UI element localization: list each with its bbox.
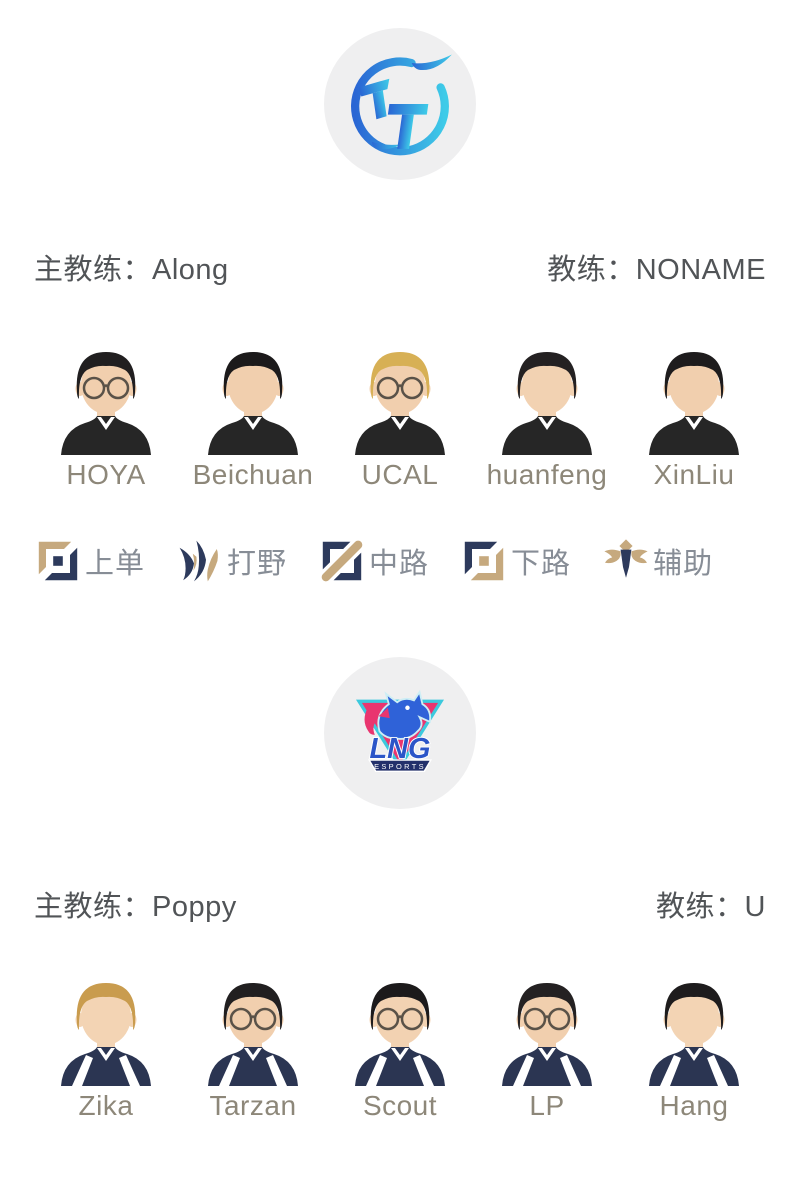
role-mid: 中路 [318, 537, 429, 585]
lng-players-row: Zika Tarzan Scou [0, 971, 800, 1122]
lng-team-logo: LNG ESPORTS [324, 657, 476, 809]
player-photo [208, 352, 298, 455]
role-top: 上单 [34, 537, 145, 585]
player-name: huanfeng [486, 459, 608, 490]
player-name: Tarzan [209, 1090, 297, 1121]
mid-lane-icon [321, 540, 363, 582]
support-icon [604, 539, 648, 578]
jungle-icon [179, 540, 218, 582]
player-photo [355, 983, 445, 1086]
role-bot: 下路 [460, 537, 571, 585]
player-name: Hang [659, 1090, 729, 1121]
player-photo [649, 983, 739, 1086]
player-card-hang: Hang [624, 971, 764, 1122]
tt-logo-icon [351, 54, 452, 156]
lng-logo-subtext: ESPORTS [374, 762, 426, 771]
lng-head-coach-label: 主教练：Poppy [34, 891, 237, 923]
bot-lane-icon [464, 541, 504, 581]
player-card-zika: Zika [36, 971, 176, 1122]
lng-coach-row: 主教练：Poppy 教练：U [0, 883, 800, 925]
player-name: HOYA [66, 459, 146, 490]
player-card-hoya: HOYA [36, 340, 176, 491]
player-name: Scout [362, 1090, 438, 1121]
role-top-label: 上单 [85, 548, 146, 580]
player-photo [355, 352, 445, 455]
lng-coach-label: 教练：U [656, 891, 766, 923]
player-photo [61, 983, 151, 1086]
player-name: Beichuan [192, 459, 314, 490]
player-name: Zika [78, 1090, 134, 1121]
role-mid-label: 中路 [369, 548, 430, 580]
tt-players-row: HOYA Beichuan UC [0, 340, 800, 491]
tt-head-coach-label: 主教练：Along [34, 254, 229, 286]
player-photo [502, 983, 592, 1086]
role-support-label: 辅助 [653, 548, 714, 580]
tt-coach-row: 主教练：Along 教练：NONAME [0, 246, 800, 288]
player-card-huanfeng: huanfeng [477, 340, 617, 491]
player-card-beichuan: Beichuan [183, 340, 323, 491]
player-card-lp: LP [477, 971, 617, 1122]
tt-team-logo [324, 28, 476, 180]
player-photo [61, 352, 151, 455]
player-card-tarzan: Tarzan [183, 971, 323, 1122]
role-jungle-label: 打野 [227, 548, 288, 580]
player-name: XinLiu [653, 459, 735, 490]
lng-logo-icon: LNG ESPORTS [355, 689, 445, 772]
player-card-ucal: UCAL [330, 340, 470, 491]
top-lane-icon [38, 541, 78, 581]
player-name: LP [529, 1090, 565, 1121]
role-bot-label: 下路 [511, 548, 572, 580]
player-card-scout: Scout [330, 971, 470, 1122]
player-photo [208, 983, 298, 1086]
player-name: UCAL [361, 459, 439, 490]
player-photo [502, 352, 592, 455]
tt-coach-label: 教练：NONAME [547, 254, 766, 286]
player-card-xinliu: XinLiu [624, 340, 764, 491]
role-support: 辅助 [602, 537, 713, 585]
lane-roles-row: 上单 打野 中路 下路 辅助 [0, 537, 800, 585]
player-photo [649, 352, 739, 455]
role-jungle: 打野 [176, 537, 287, 585]
